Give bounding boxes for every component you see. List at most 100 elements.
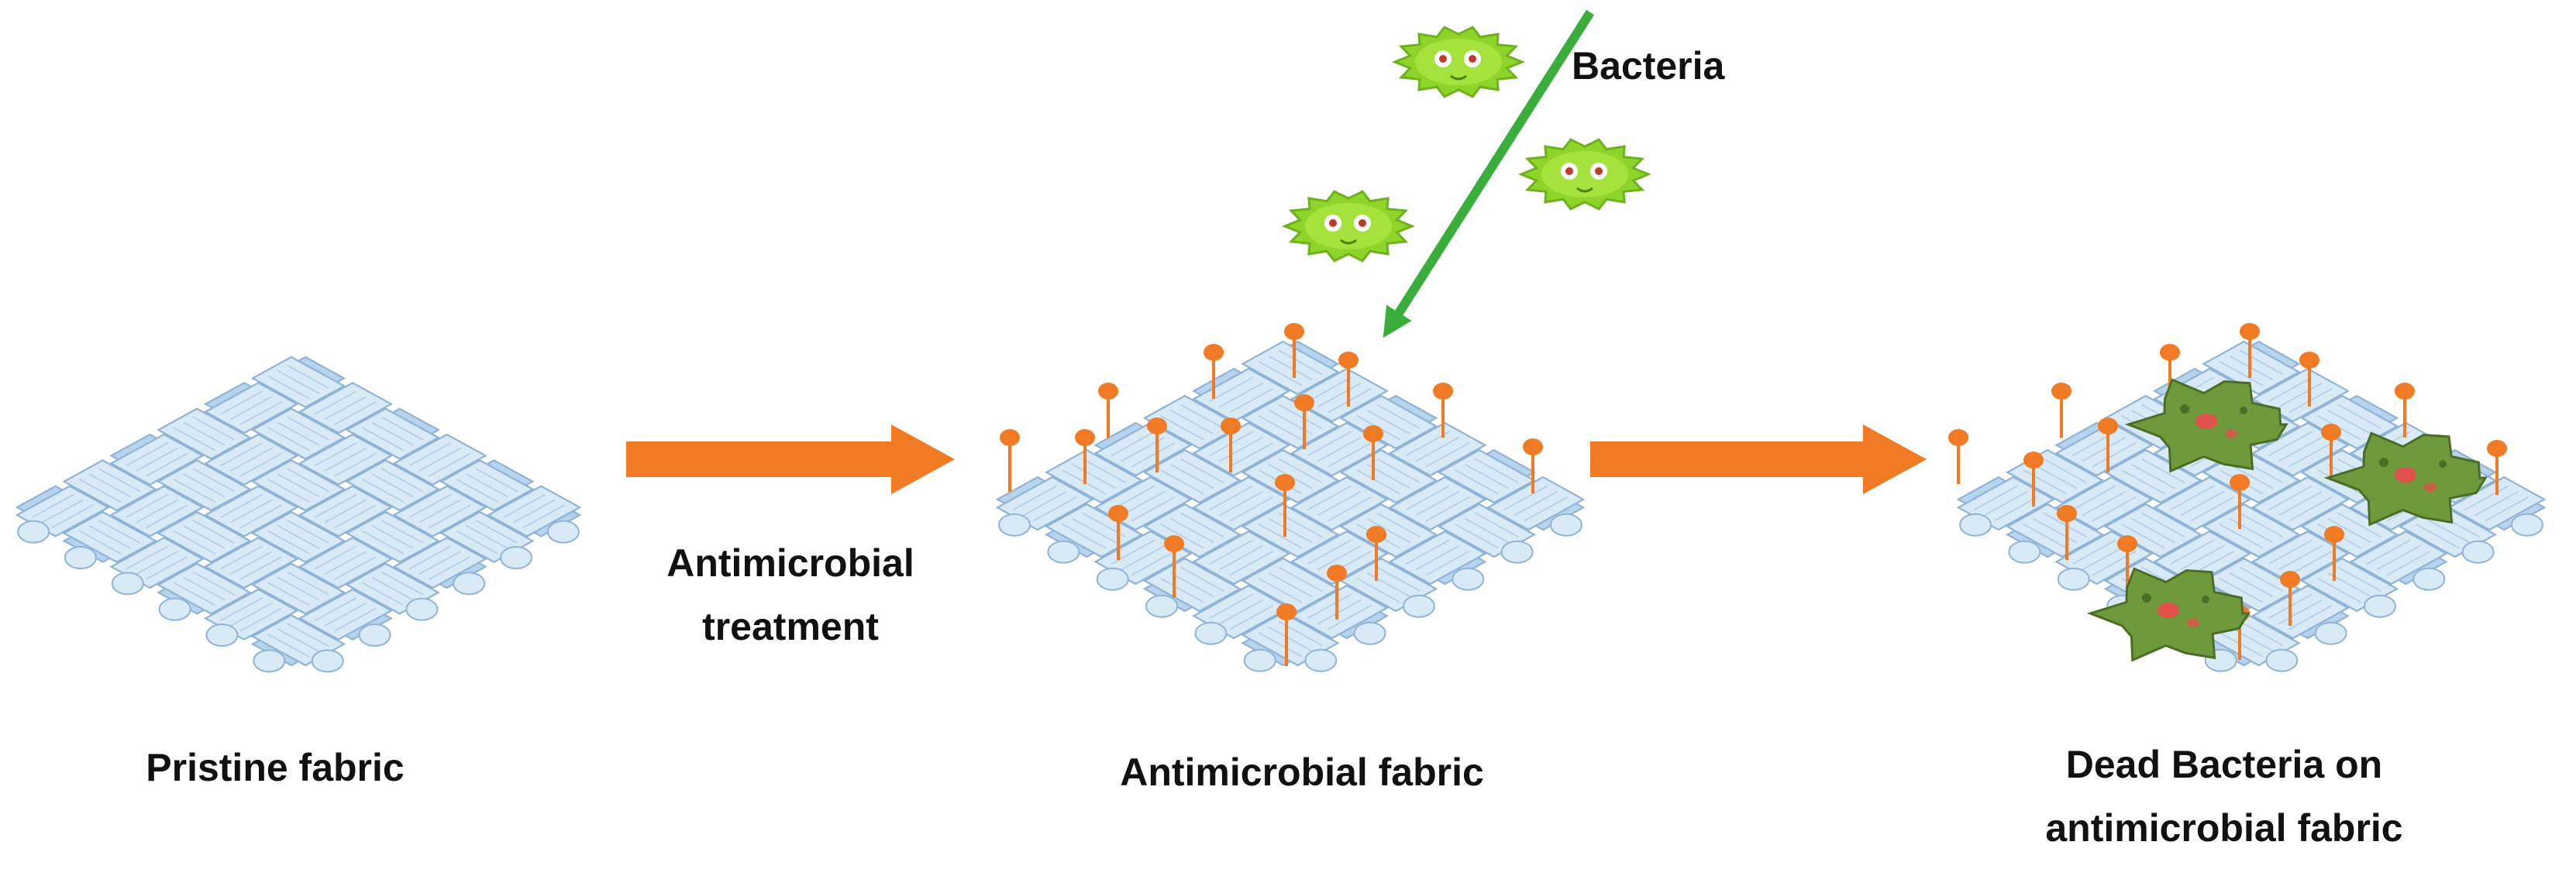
fabric-fibre	[1268, 517, 1313, 544]
fabric-fibre	[1503, 485, 1548, 510]
yarn-end	[1959, 513, 1992, 537]
fabric-fibre	[98, 468, 141, 493]
fabric-fibre	[1258, 415, 1303, 441]
yarn-end	[2461, 540, 2495, 564]
fabric-fibre	[220, 390, 263, 415]
fabric-fibre	[2141, 512, 2185, 538]
fabric-fibre	[136, 551, 178, 575]
antimicrobial-agent-pins	[1000, 323, 1543, 666]
fabric-fibre	[239, 607, 282, 632]
fabric-fibre	[315, 545, 357, 570]
fabric-fibre	[220, 493, 263, 518]
fabric-fibre	[1278, 458, 1323, 483]
fabric-fibre	[2033, 517, 2077, 544]
fabric-fibre	[1307, 593, 1352, 619]
fabric-fibre	[1425, 496, 1470, 522]
fabric-fibre	[2023, 524, 2067, 549]
yarn-end	[205, 624, 239, 647]
fabric-fibre	[1317, 436, 1362, 462]
antimicrobial-agent-pin-icon	[1284, 323, 1304, 378]
fabric-fibre	[1278, 566, 1323, 592]
fabric-fibre	[362, 530, 405, 555]
fabric-fibre	[1209, 376, 1253, 402]
fabric-fibre	[220, 545, 263, 570]
fabric-fibre	[1415, 544, 1460, 571]
fabric-fibre	[2268, 539, 2313, 565]
fabric-fibre	[371, 576, 414, 601]
antimicrobial-agent-pin-icon	[2321, 424, 2341, 479]
fabric-fibre	[2121, 469, 2165, 495]
fabric-fibre	[126, 493, 169, 518]
fabric-fibre	[2239, 620, 2284, 646]
antimicrobial-agent-pin-icon	[1366, 526, 1386, 581]
fabric-fibre	[1415, 436, 1460, 462]
antimicrobial-agent-pin-icon	[1948, 429, 1968, 484]
fabric-fibre	[1023, 490, 1067, 517]
fabric-fibre	[1072, 517, 1116, 544]
fabric-fibre	[1170, 409, 1214, 435]
yarn-end	[1353, 621, 1386, 645]
fabric-fibre	[2239, 512, 2284, 538]
label-treatment-line1: Antimicrobial	[666, 541, 914, 585]
fabric-fibre	[1131, 551, 1176, 576]
fabric-fibre	[1356, 469, 1400, 495]
fabric-fibre	[371, 473, 414, 497]
fabric-fibre	[1072, 463, 1116, 490]
fabric-fibre	[1278, 404, 1323, 429]
fabric-fibre	[192, 520, 235, 544]
yarn-end	[1500, 540, 1534, 564]
fabric-fibre	[2239, 349, 2284, 375]
yarn-end	[64, 546, 97, 569]
process-arrow-1	[626, 424, 955, 494]
fabric-fibre	[2327, 409, 2371, 435]
fabric-fibre	[2219, 632, 2264, 658]
fabric-fibre	[1229, 605, 1273, 630]
fabric-fibre	[2337, 512, 2381, 538]
fabric-fibre	[2121, 524, 2165, 549]
fabric-fibre	[2219, 578, 2264, 603]
fabric-fibre	[230, 499, 273, 524]
fabric-fibre	[1219, 599, 1263, 625]
yarn-end	[2510, 513, 2543, 537]
fabric-fibre	[1219, 490, 1263, 517]
yarn-end	[500, 546, 533, 569]
dead-bacterium-icon	[2086, 567, 2251, 662]
antimicrobial-agent-pin-icon	[1523, 438, 1543, 493]
fabric-fibre	[428, 452, 471, 477]
antimicrobial-agent-pin-icon	[1075, 429, 1095, 484]
fabric-fibre	[2278, 382, 2323, 408]
yarn-end	[2057, 567, 2090, 591]
fabric-fibre	[173, 479, 215, 503]
fabric-fibre	[1366, 572, 1410, 598]
fabric-fibre	[1160, 415, 1204, 441]
fabric-fibre	[183, 421, 226, 446]
fabric-fibre	[220, 597, 263, 621]
fabric-fibre	[1366, 409, 1410, 435]
fabric-fibre	[334, 452, 377, 477]
fabric-fibre	[1278, 349, 1323, 375]
fabric-fibre	[1062, 524, 1106, 549]
fabric-fibre	[230, 551, 273, 575]
fabric-fibre	[2043, 512, 2087, 538]
fabric-fibre	[2180, 490, 2224, 517]
fabric-fibre	[183, 525, 226, 549]
fabric-fibre	[1425, 551, 1470, 576]
fabric-fibre	[1180, 512, 1224, 538]
fabric-fibre	[145, 556, 188, 580]
process-arrow-2	[1590, 424, 1927, 494]
fabric-fibre	[2082, 490, 2127, 517]
fabric-fibre	[2268, 431, 2313, 456]
fabric-fibre	[381, 571, 424, 596]
antimicrobial-agent-pin-icon	[2230, 474, 2250, 529]
yarn-end	[111, 572, 144, 596]
fabric-fibre	[466, 525, 508, 549]
fabric-fibre	[1307, 539, 1352, 565]
fabric-fibre	[418, 499, 461, 524]
fabric-fibre	[239, 452, 282, 477]
fabric-fibre	[1180, 458, 1224, 483]
fabric-fibre	[1170, 572, 1214, 598]
fabric-fibre	[1131, 442, 1176, 468]
fabric-fibre	[362, 479, 405, 503]
fabric-fibre	[2268, 485, 2313, 510]
yarn-end	[1243, 648, 1276, 672]
